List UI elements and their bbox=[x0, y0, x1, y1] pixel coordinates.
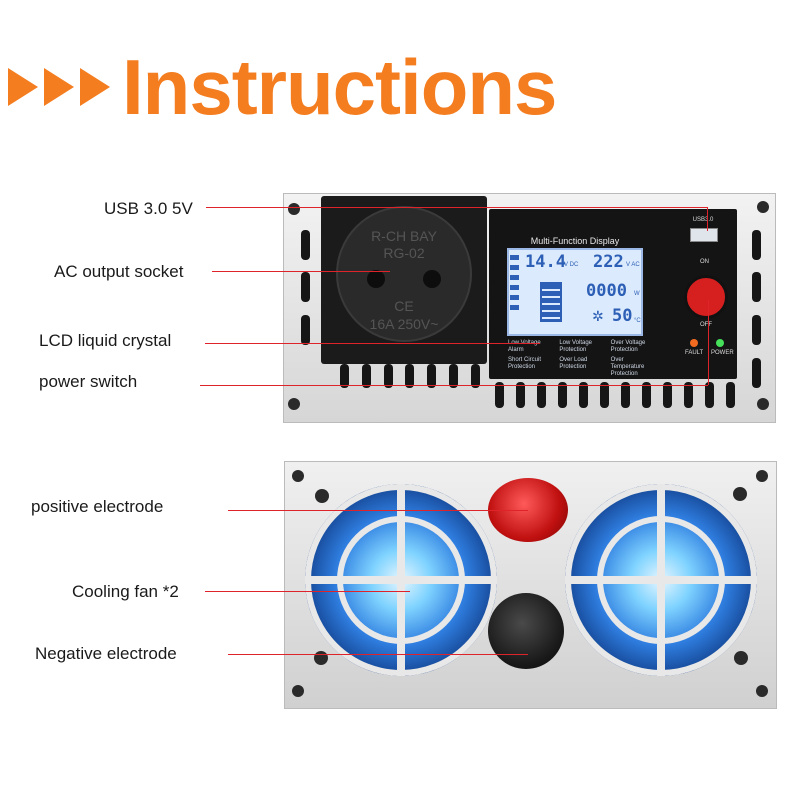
socket-brand: R-CH BAY bbox=[371, 228, 437, 244]
power-switch[interactable] bbox=[684, 275, 728, 319]
screw-icon bbox=[757, 201, 769, 213]
socket-ce-mark: CE bbox=[394, 298, 414, 314]
title-row: Instructions bbox=[8, 42, 557, 132]
screw-icon bbox=[757, 398, 769, 410]
screw-icon bbox=[734, 651, 748, 665]
vent bbox=[752, 358, 761, 388]
callout-line bbox=[205, 343, 540, 344]
fault-label: FAULT bbox=[685, 350, 704, 356]
socket-model: RG-02 bbox=[383, 245, 425, 261]
protection-legend: Low Voltage Alarm Low Voltage Protection… bbox=[508, 340, 658, 378]
callout-power-switch: power switch bbox=[39, 372, 138, 391]
usb-port[interactable] bbox=[690, 228, 718, 242]
screw-icon bbox=[733, 487, 747, 501]
vent-row bbox=[495, 382, 735, 408]
vent bbox=[752, 230, 761, 260]
vent bbox=[752, 315, 761, 345]
legend-item: Over Voltage Protection bbox=[610, 340, 646, 353]
lcd-load-unit: W bbox=[634, 291, 640, 297]
lcd-display bbox=[507, 248, 643, 336]
callout-lcd: LCD liquid crystal bbox=[39, 331, 172, 350]
socket-pin-hole bbox=[423, 270, 441, 288]
callout-line bbox=[200, 385, 708, 386]
lcd-indicator-column bbox=[510, 255, 519, 310]
usb-label: USB3.0 bbox=[692, 217, 714, 223]
vent bbox=[752, 272, 761, 302]
screw-icon bbox=[756, 685, 768, 697]
callout-line bbox=[228, 510, 528, 511]
callout-line bbox=[206, 207, 707, 208]
legend-item: Over Load Protection bbox=[559, 357, 588, 370]
vent bbox=[301, 315, 310, 345]
switch-on-label: ON bbox=[700, 259, 709, 265]
screw-icon bbox=[288, 203, 300, 215]
callout-line bbox=[708, 300, 709, 385]
callout-positive: positive electrode bbox=[31, 497, 164, 516]
legend-item: Low Voltage Protection bbox=[559, 340, 593, 353]
fan-icon: ✲ bbox=[592, 308, 604, 324]
lcd-temperature: 50 bbox=[612, 306, 633, 326]
callout-usb: USB 3.0 5V bbox=[104, 199, 193, 218]
socket-face bbox=[336, 206, 472, 342]
callout-line bbox=[212, 271, 390, 272]
callout-line bbox=[205, 591, 410, 592]
screw-icon bbox=[288, 398, 300, 410]
lcd-temp-unit: °C bbox=[634, 318, 641, 324]
callout-ac-socket: AC output socket bbox=[54, 262, 184, 281]
arrow-icon bbox=[80, 68, 110, 106]
negative-terminal[interactable] bbox=[488, 593, 564, 669]
screw-icon bbox=[315, 489, 329, 503]
screw-icon bbox=[292, 470, 304, 482]
vent bbox=[301, 272, 310, 302]
screw-icon bbox=[292, 685, 304, 697]
legend-item: Short Circuit Protection bbox=[508, 357, 542, 370]
battery-icon bbox=[540, 282, 562, 322]
power-label: POWER bbox=[711, 350, 734, 356]
fan-grill-bar bbox=[397, 484, 405, 676]
callout-line bbox=[228, 654, 528, 655]
lcd-input-unit: V DC bbox=[564, 262, 579, 268]
socket-rating: 16A 250V~ bbox=[369, 316, 439, 332]
lcd-output-voltage: 222 bbox=[593, 252, 624, 272]
vent-row bbox=[340, 364, 480, 388]
arrow-icon bbox=[44, 68, 74, 106]
power-led bbox=[716, 339, 724, 347]
panel-heading: Multi-Function Display bbox=[530, 236, 620, 246]
lcd-input-voltage: 14.4 bbox=[525, 252, 566, 272]
vent bbox=[301, 230, 310, 260]
callout-fan: Cooling fan *2 bbox=[72, 582, 179, 601]
arrow-icon bbox=[8, 68, 38, 106]
fan-grill-bar bbox=[657, 484, 665, 676]
callout-negative: Negative electrode bbox=[35, 644, 177, 663]
legend-item: Over Temperature Protection bbox=[610, 357, 645, 377]
lcd-output-unit: V AC bbox=[626, 262, 640, 268]
fault-led bbox=[690, 339, 698, 347]
screw-icon bbox=[756, 470, 768, 482]
page-title: Instructions bbox=[122, 42, 557, 131]
callout-line bbox=[707, 207, 708, 231]
lcd-load-watts: 0000 bbox=[586, 281, 627, 301]
socket-pin-hole bbox=[367, 270, 385, 288]
switch-off-label: OFF bbox=[700, 322, 712, 328]
